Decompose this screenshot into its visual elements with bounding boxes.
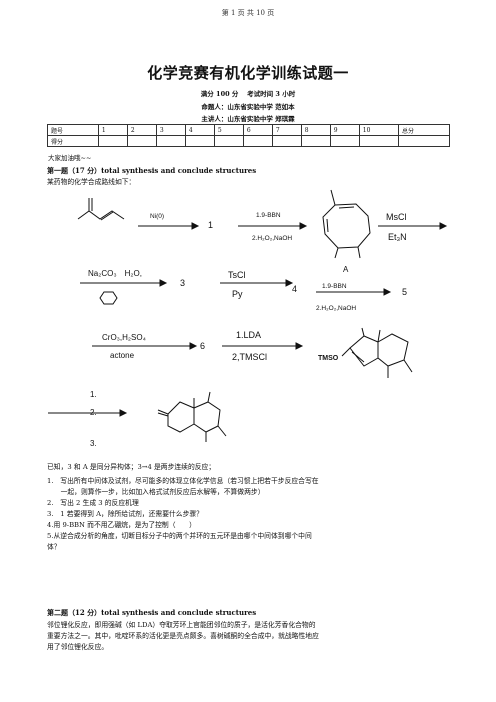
score-time: 满分 100 分 考试时间 3 小时 [200,90,296,98]
q1-heading: 第一题（17 分）total synthesis and conclude st… [47,166,257,175]
author-line: 命题人：山东省实验中学 范如本 [201,103,295,111]
list-item: 一起，则算作一步，比如加入格式试剂反应后水解等，不算做两步） [47,488,265,496]
reagent-text: 1.LDA [236,330,261,340]
reagent-text: Na₂CO₃ H₂O, [88,269,142,278]
compound-label: 1 [208,220,213,230]
score-entry-cell[interactable] [97,135,128,147]
reagent-text: CrO₃,H₂SO₄ [102,333,146,342]
reagent-text: MsCl [386,212,407,222]
reagent-text: 1.9-BBN [322,283,347,290]
tmso-label: TMSO [318,355,339,362]
compound-label: A [343,265,349,274]
reagent-text: 2.H₂O₂,NaOH [252,235,292,242]
reagent-text: Ni(0) [150,213,164,220]
compound-label: 6 [200,341,205,351]
score-entry-cell[interactable] [358,135,399,147]
list-item: 1. 写出所有中间体及试剂，尽可能多的体现立体化学信息（若习惯上把若干步反应合写… [47,477,319,485]
page-title: 化学竞赛有机化学训练试题一 [147,64,349,82]
compound-a-structure [322,189,371,259]
step-label: 3. [90,439,97,448]
tms-enol-ether-structure [341,327,413,378]
compound-label: 4 [292,284,297,294]
q1-item-list: 1. 写出所有中间体及试剂，尽可能多的体现立体化学信息（若习惯上把若干步反应合写… [47,476,457,553]
reagent-text: TsCl [228,270,246,280]
score-table: 题号 1 2 3 4 5 6 7 8 9 10 总分 得分 [47,124,451,147]
list-item: 体？ [47,543,61,551]
lactone-structure [157,391,227,442]
reagent-text: Et₃N [388,232,407,242]
isoprene-structure [77,198,125,221]
list-item: 3. 1 若要得到 A，除所给试剂，还需要什么步骤？ [47,510,203,518]
page-header: 第 1 页 共 10 页 [221,9,275,17]
list-item: 5.从逆合成分析的角度，切断目标分子中的两个并环的五元环是由哪个中间体到哪个中间 [47,532,312,540]
step-label: 2. [90,408,97,417]
reagent-text: actone [110,351,135,360]
q2-heading: 第二题（12 分）total synthesis and conclude st… [47,608,257,617]
paragraph-line: 重要方法之一。其中，吡啶环系的活化更是亮点颇多。喜树碱酮的全合成中，就战略性地应 [47,632,319,640]
list-item: 2. 写出 2 生成 3 的反应机理 [47,499,139,507]
score-table-score-row: 得分 [47,135,451,147]
compound-label: 3 [180,278,185,288]
reagent-text: 1.9-BBN [256,212,281,219]
q2-paragraph: 邻位锂化反应，即用强碱（如 LDA）夺取芳环上官能团邻位的质子，是活化芳香化合物… [47,620,457,653]
q1-given: 已知，3 和 A 是同分异构体；3→4 是两步连续的反应； [47,463,216,471]
lecturer-line: 主讲人：山东省实验中学 郑琪霖 [201,115,295,123]
score-entry-cell[interactable] [397,135,451,147]
reagent-text: 2,TMSCl [232,352,267,362]
reagent-text: 2.H₂O₂,NaOH [316,305,356,312]
list-item: 4.用 9-BBN 而不用乙硼烷，是为了控制（ ） [47,521,196,529]
step-label: 1. [90,390,97,399]
q1-intro: 某药物的化学合成路线如下： [47,178,136,186]
compound-label: 5 [402,287,407,297]
paragraph-line: 邻位锂化反应，即用强碱（如 LDA）夺取芳环上官能团邻位的质子，是活化芳香化合物… [47,621,316,629]
paragraph-line: 用了邻位锂化反应。 [47,643,109,651]
cheer-note: 大家加油哦~~ [48,154,92,162]
reagent-text: Py [232,289,243,299]
